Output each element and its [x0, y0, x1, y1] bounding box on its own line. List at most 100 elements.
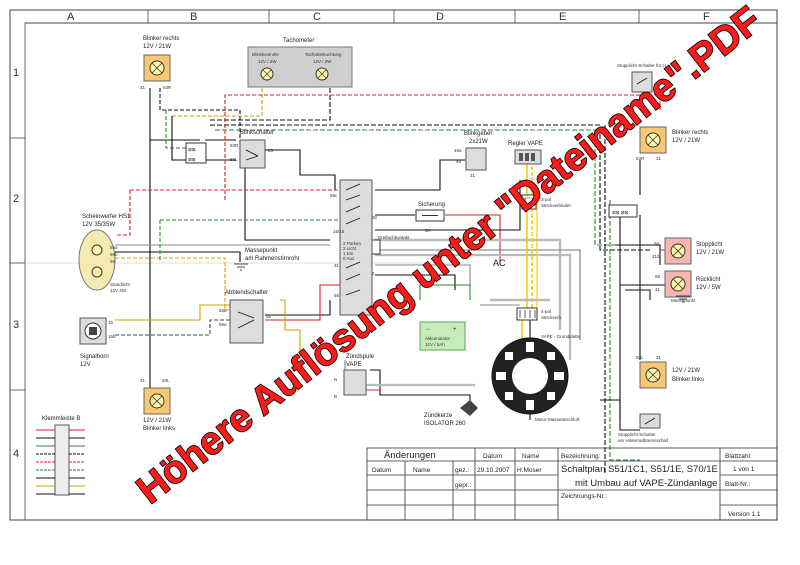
connector-icon: ⊠⊠ [188, 147, 196, 152]
blinkschalter: Blinkschalter 83R 83L 83 [230, 130, 274, 169]
pin-label: 56a [219, 322, 227, 327]
pin-label: 56 [334, 293, 340, 298]
tachometer-label: Tachometer [283, 38, 314, 44]
pin-label: 56a [110, 245, 118, 250]
grid-col-f: F [703, 11, 710, 23]
zuendkerze: Zündkerze ISOLATOR 260 [424, 400, 478, 427]
sicherung: Sicherung 5A [415, 202, 445, 233]
pin-label: 49 [456, 159, 462, 164]
stopplicht-spec: 12V / 21W [696, 250, 724, 256]
ruecklicht-spec: 12V / 5W [696, 285, 721, 291]
abblendschalter: Abblendschalter 56b 56a 56 [219, 290, 272, 344]
pin-label: 15/15 [333, 229, 345, 234]
standlicht-spec: 12V 4W [110, 288, 127, 293]
motor-masse-label: Motor-Masseanschluß [535, 417, 580, 422]
pin-label: 31b [652, 254, 660, 259]
pin-label: 30 [372, 215, 378, 220]
blinkgeber: Blinkgeber 2x21W 49a 49 31 [454, 131, 492, 178]
lamp-icon [91, 244, 103, 256]
akku-label: Akkumulator [425, 336, 451, 341]
pin-label: 31 [470, 173, 476, 178]
stopplicht-label: Stopplicht [696, 242, 723, 248]
signalhorn-label: Signalhorn [80, 354, 109, 360]
massepunkt-rahmen-label: Massepunkt [245, 248, 278, 254]
sicherung-label: Sicherung [418, 202, 445, 208]
steckverbinder-4pol-label2: Steckverb. [541, 315, 562, 320]
blinkgeber-label: Blinkgeber [464, 131, 492, 137]
pin-label: 83R [230, 143, 239, 148]
sicherung-spec: 5A [425, 228, 431, 233]
gepr-label: gepr.: [455, 482, 471, 489]
ground-icon [676, 295, 690, 303]
blinker-left-rear-box [639, 361, 667, 389]
pin-label: N [334, 377, 337, 382]
steckverbinder-3pol: 3-pol Steckverbinder [521, 194, 572, 210]
stopplicht: 54 31b Stopplicht 12V / 21W [652, 237, 724, 265]
connector-icon: ⊠⊠ [188, 157, 196, 162]
massepunkt-right: Massepunkt [671, 295, 696, 303]
stopplicht-schalter-hinten: Stopplicht-Schalter für H... [617, 63, 670, 93]
pin-label: B [334, 394, 337, 399]
pin-label: 83R [636, 156, 645, 161]
grid-row-3: 3 [13, 319, 19, 331]
scheinwerfer: Scheinwerfer HS1 12V 35/35W 56a 56b 58 S… [78, 214, 131, 293]
connector-block-right: ⊠⊠ ⊠⊠ [608, 204, 638, 218]
grid-col-b: B [190, 11, 197, 23]
col-datum-label: Datum [372, 467, 391, 474]
switch-pos-0: 0 Aus [343, 256, 355, 261]
blinker-right-rear-spec: 12V / 21W [672, 138, 700, 144]
tachometer-lamp1-spec: 12V / 2W [258, 59, 277, 64]
title-block [366, 447, 778, 521]
pin-label: 31 [140, 378, 146, 383]
grid-col-d: D [436, 11, 444, 23]
standlicht-label: Standlicht [110, 282, 131, 287]
wires [115, 72, 680, 475]
name-header: Name [522, 453, 540, 460]
blinker-right-front-label: Blinker rechts [143, 36, 179, 42]
akku-plus: + [453, 327, 457, 333]
stopplicht-schalter-brems-label: Stopplicht-Schalter [618, 432, 656, 437]
pin-label: 56b [219, 308, 227, 313]
massepunkt-rahmen: Massepunkt am Rahmenstirnrohr [234, 248, 300, 271]
title-line-1: Schaltplan S51/1C1, S51/1E, S70/1E [561, 464, 718, 475]
grid-column-header [147, 10, 640, 23]
dreifachkontakt-label: Dreifachkontakt [378, 235, 410, 240]
pin-label: 31 [655, 287, 661, 292]
blinker-left-rear: 83L 31 12V / 21W Blinker links [636, 355, 704, 389]
gez-label: gez.: [455, 467, 469, 474]
zuendkerze-label: Zündkerze [424, 413, 453, 419]
grid-col-e: E [559, 11, 566, 23]
col-name-label: Name [413, 467, 431, 474]
grid-row-1: 1 [13, 67, 19, 79]
pin-label: 31 [140, 85, 146, 90]
blinker-right-front-spec: 12V / 21W [143, 44, 171, 50]
tachometer-lamp1-label: Blinkkontrolle [252, 52, 279, 57]
massepunkt-right-label: Massepunkt [671, 298, 696, 303]
pin-label: 83L [162, 378, 170, 383]
blinker-right-rear: Blinker rechts 12V / 21W 83R 31 [636, 126, 708, 161]
signalhorn-spec: 12V [80, 362, 91, 368]
signalhorn: 15 15b Signalhorn 12V [79, 317, 116, 368]
akku-spec: 12V / 5Ah [425, 342, 445, 347]
blinker-right-front-box [143, 54, 171, 82]
gez-date: 29.10.2007 [477, 467, 510, 474]
stopplicht-schalter-brems: Stopplicht-Schalter am Hinterradbremssch… [618, 413, 669, 443]
tachometer: Tachometer Blinkkontrolle Tachobeleuchtu… [247, 38, 353, 88]
tachometer-lamp2-label: Tachobeleuchtung [305, 52, 342, 57]
title-line-2: mit Umbau auf VAPE-Zündanlage [575, 478, 717, 489]
pin-label: 56 [266, 314, 272, 319]
aenderungen-label: Änderungen [384, 450, 436, 461]
tachometer-lamp2-spec: 12V / 2W [313, 59, 332, 64]
pin-label: 59c [330, 193, 338, 198]
blinker-left-front: 31 83L 12V / 21W Blinker links [140, 378, 175, 432]
pin-label: 58 [110, 259, 116, 264]
scheinwerfer-label: Scheinwerfer HS1 [82, 214, 131, 220]
zuendspule-label2: VAPE [346, 362, 362, 368]
blattzahl-value: 1 von 1 [733, 466, 755, 473]
zuendspule-label: Zündspule [346, 354, 375, 360]
stopplicht-schalter-hinten-label: Stopplicht-Schalter für H... [617, 63, 670, 68]
pin-label: 54 [654, 241, 660, 246]
akkumulator: − + Akkumulator 12V / 5Ah [419, 321, 466, 351]
